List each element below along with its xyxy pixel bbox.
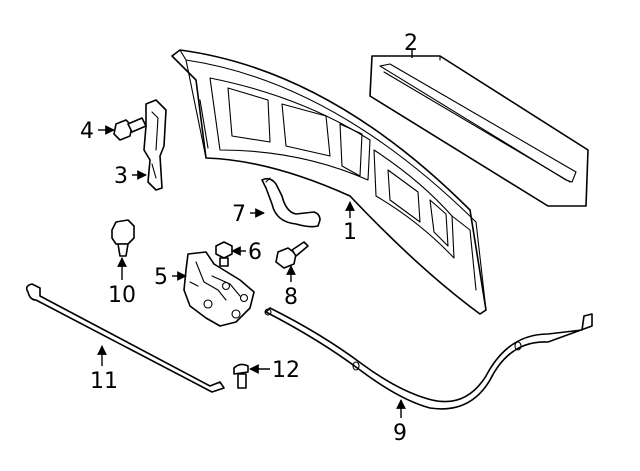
bolt-4[interactable] (113, 117, 147, 141)
callout-1: 1 (343, 220, 357, 245)
release-cable[interactable] (264, 307, 593, 410)
callout-8: 8 (284, 285, 298, 310)
clip-12[interactable] (233, 363, 249, 389)
leader-lines (97, 50, 413, 418)
callout-2: 2 (404, 31, 418, 56)
callout-labels: 1 2 3 4 5 6 7 8 9 10 11 12 (80, 31, 418, 446)
callout-10: 10 (108, 283, 136, 308)
weatherstrip[interactable] (369, 55, 589, 207)
support-rod[interactable] (25, 283, 225, 393)
hood-seal-bracket[interactable] (143, 99, 167, 191)
callout-7: 7 (232, 202, 246, 227)
hood-panel[interactable] (171, 49, 487, 315)
stud-8[interactable] (275, 241, 309, 269)
callout-9: 9 (393, 421, 407, 446)
callout-5: 5 (154, 265, 168, 290)
callout-11: 11 (90, 369, 118, 394)
hood-bumper[interactable] (111, 219, 135, 257)
callout-3: 3 (114, 164, 128, 189)
hood-prop-clip[interactable] (261, 177, 321, 228)
bolt-6[interactable] (215, 241, 233, 267)
callout-12: 12 (272, 358, 300, 383)
callout-6: 6 (248, 240, 262, 265)
hood-latch[interactable] (183, 251, 255, 327)
callout-4: 4 (80, 119, 94, 144)
